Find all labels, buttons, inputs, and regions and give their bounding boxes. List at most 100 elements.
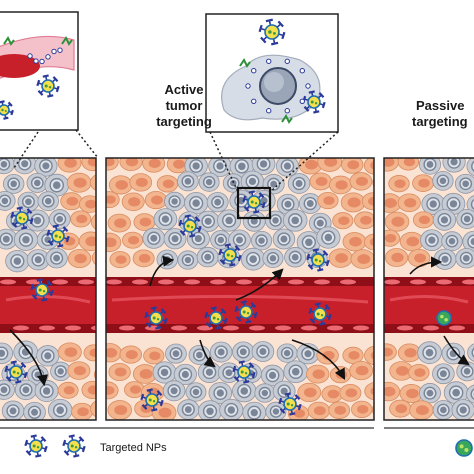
panel-middle-cell-82 — [188, 344, 211, 365]
connector-line-mid-a — [209, 131, 239, 193]
inset-cell-frame — [205, 13, 339, 133]
panel-middle-cell-0 — [106, 158, 119, 171]
panel-middle-cell-56 — [186, 227, 210, 250]
receptor-icon — [3, 36, 15, 46]
panel-middle-arrow-4 — [291, 339, 346, 380]
panel-middle-cell-15 — [156, 175, 179, 193]
panel-left-cell-46 — [23, 401, 46, 420]
panel-right-cell-13 — [466, 195, 474, 214]
panel-middle-arrow-3 — [199, 339, 216, 368]
inset-vessel-lumen — [0, 54, 40, 78]
panel-middle-np-11 — [140, 388, 164, 412]
panel-middle-cell-30 — [184, 191, 209, 215]
panel-middle-cell-73 — [284, 247, 307, 268]
inset-cell-particle-2 — [299, 98, 305, 104]
panel-middle-cell-18 — [222, 173, 244, 193]
inset-vessel-frame — [0, 11, 79, 131]
connector-line-mid-b — [269, 131, 339, 193]
panel-right-cell-24 — [407, 248, 431, 268]
magnifier-box — [236, 186, 272, 220]
panel-left-cell-11 — [17, 191, 40, 212]
panel-middle-cell-119 — [151, 402, 177, 420]
panel-right-cell-19 — [399, 231, 424, 252]
panel-right-cell-27 — [384, 343, 397, 361]
panel-middle-cell-108 — [185, 382, 207, 402]
panel-right-cell-5 — [388, 175, 410, 193]
label-active-line1: Active — [164, 82, 203, 97]
panel-middle-cell-37 — [340, 192, 366, 213]
panel-left-cell-9 — [89, 174, 96, 191]
panel-right-cell-39 — [443, 381, 469, 405]
panel-middle-cell-50 — [354, 211, 374, 230]
panel-left-np-3 — [30, 278, 54, 302]
panel-middle-cell-93 — [152, 361, 177, 384]
panel-middle-cell-34 — [276, 193, 300, 215]
panel-middle-cell-76 — [350, 249, 374, 269]
panel-left-cell-21 — [13, 228, 39, 251]
panel-middle-cell-14 — [129, 173, 153, 192]
panel-right-cell-3 — [442, 158, 466, 173]
panel-middle-cell-11 — [341, 158, 364, 174]
panel-middle-cell-66 — [132, 249, 155, 268]
panel-middle-cell-126 — [307, 401, 331, 420]
panel-middle-cell-1 — [119, 158, 143, 172]
panel-right-cell-23 — [384, 248, 409, 267]
panel-right-plain-np — [436, 310, 452, 326]
inset-vessel-particle-4 — [45, 54, 51, 60]
panel-right-cell-11 — [421, 193, 446, 215]
panel-left-cell-34 — [83, 344, 96, 362]
panel-left-frame — [0, 157, 97, 421]
panel-left-cell-6 — [26, 173, 49, 193]
panel-left-np-2 — [46, 224, 70, 248]
panel-middle-cell-47 — [282, 209, 308, 232]
panel-middle-cell-3 — [166, 158, 190, 174]
panel-left-np-1 — [10, 206, 34, 230]
panel-left-cell-7 — [44, 173, 70, 197]
panel-left-cell-18 — [70, 210, 92, 228]
panel-middle-cell-39 — [107, 213, 131, 233]
panel-left-cell-5 — [2, 173, 25, 194]
inset-cell-particle-8 — [266, 58, 272, 64]
panel-left-cell-40 — [0, 379, 15, 400]
panel-middle-cell-43 — [196, 210, 220, 232]
panel-middle-np-3 — [218, 243, 242, 267]
panel-middle-cell-117 — [107, 400, 132, 420]
label-passive-line1: Passive — [416, 98, 464, 113]
panel-middle-cell-121 — [197, 400, 223, 420]
panel-middle-cell-80 — [143, 347, 165, 365]
inset-vessel-particle-2 — [33, 58, 39, 64]
panel-left-cell-30 — [0, 342, 14, 364]
panel-right-cell-14 — [384, 211, 410, 232]
panel-right-cell-2 — [418, 158, 442, 175]
panel-middle-cell-114 — [321, 385, 344, 403]
panel-left-np-4 — [4, 360, 28, 384]
panel-left-blood-vessel — [0, 277, 96, 333]
panel-middle-cell-45 — [242, 210, 266, 232]
panel-right-cell-17 — [456, 208, 474, 229]
panel-middle-cell-55 — [163, 228, 187, 250]
panel-middle-cell-84 — [232, 341, 255, 363]
panel-middle-cell-44 — [217, 209, 242, 232]
panel-middle-cell-31 — [206, 192, 229, 213]
panel-middle-cell-88 — [316, 346, 339, 365]
panel-middle-cell-58 — [228, 229, 251, 251]
panel-middle-cell-64 — [363, 233, 374, 251]
panel-middle-cell-60 — [272, 228, 296, 250]
panel-left-cell-24 — [78, 231, 96, 252]
receptor-icon — [61, 36, 73, 46]
panel-middle-cell-13 — [108, 175, 133, 195]
panel-middle-cell-65 — [109, 251, 131, 269]
panel-right-cell-40 — [466, 384, 474, 404]
panel-middle-cell-19 — [240, 170, 265, 193]
panel-middle-cell-99 — [283, 360, 309, 384]
panel-middle-cell-89 — [342, 346, 364, 364]
panel-left-cell-1 — [13, 158, 37, 175]
panel-middle-cell-7 — [251, 158, 276, 175]
label-active-line3: targeting — [156, 114, 212, 129]
panel-middle-cell-107 — [162, 380, 186, 402]
panel-middle-cell-78 — [106, 343, 122, 363]
panel-middle-cell-116 — [364, 382, 374, 401]
panel-left-cell-4 — [81, 158, 96, 172]
panel-right-cell-32 — [389, 361, 414, 381]
